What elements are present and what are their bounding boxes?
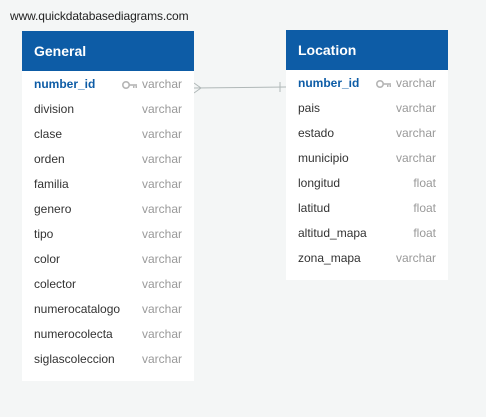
column-row[interactable]: longitud float — [286, 170, 448, 195]
column-row[interactable]: estado varchar — [286, 120, 448, 145]
column-type-label: float — [413, 200, 436, 215]
column-type-label: varchar — [141, 176, 182, 191]
column-row[interactable]: siglascoleccion varchar — [22, 346, 194, 371]
column-name: zona_mapa — [298, 250, 361, 265]
column-row[interactable]: numerocolecta varchar — [22, 321, 194, 346]
column-type: varchar — [396, 126, 436, 140]
column-row[interactable]: pais varchar — [286, 95, 448, 120]
column-type-label: varchar — [141, 251, 182, 266]
column-type-label: varchar — [141, 126, 182, 141]
column-type-label: varchar — [395, 125, 436, 140]
column-name: division — [34, 101, 75, 116]
column-type: varchar — [142, 227, 182, 241]
column-type: varchar — [142, 327, 182, 341]
column-type: varchar — [142, 202, 182, 216]
key-icon — [121, 79, 138, 89]
table-header[interactable]: General — [22, 31, 194, 71]
column-type: varchar — [142, 352, 182, 366]
table-header[interactable]: Location — [286, 30, 448, 70]
column-name: pais — [298, 100, 321, 115]
column-type: varchar — [142, 127, 182, 141]
column-name: tipo — [34, 226, 54, 241]
column-name: clase — [34, 126, 63, 141]
column-type: float — [413, 201, 436, 215]
column-name: number_id — [298, 75, 360, 90]
column-name: colector — [34, 276, 77, 291]
column-type: varchar — [142, 252, 182, 266]
column-name: latitud — [298, 200, 331, 215]
column-type: varchar — [142, 177, 182, 191]
column-type-label: varchar — [141, 226, 182, 241]
column-row[interactable]: zona_mapa varchar — [286, 245, 448, 270]
column-row[interactable]: familia varchar — [22, 171, 194, 196]
column-name: number_id — [34, 76, 96, 91]
column-type-label: varchar — [141, 101, 182, 116]
column-name: siglascoleccion — [34, 351, 115, 366]
column-type-label: varchar — [395, 250, 436, 265]
column-type-label: varchar — [141, 326, 182, 341]
column-type: varchar — [375, 75, 436, 90]
watermark: www.quickdatabasediagrams.com — [10, 9, 189, 23]
column-type-label: varchar — [141, 301, 182, 316]
column-name: altitud_mapa — [298, 225, 367, 240]
column-type: varchar — [396, 101, 436, 115]
column-row[interactable]: genero varchar — [22, 196, 194, 221]
column-type: varchar — [142, 302, 182, 316]
column-type: varchar — [121, 76, 182, 91]
column-type: varchar — [396, 251, 436, 265]
column-row[interactable]: orden varchar — [22, 146, 194, 171]
column-type-label: varchar — [141, 276, 182, 291]
column-name: familia — [34, 176, 69, 191]
column-name: estado — [298, 125, 335, 140]
column-type-label: varchar — [141, 76, 182, 91]
column-type-label: varchar — [141, 151, 182, 166]
column-row[interactable]: clase varchar — [22, 121, 194, 146]
column-name: numerocatalogo — [34, 301, 121, 316]
column-name: color — [34, 251, 61, 266]
column-row[interactable]: latitud float — [286, 195, 448, 220]
column-row[interactable]: colector varchar — [22, 271, 194, 296]
column-type: varchar — [142, 277, 182, 291]
column-type-label: varchar — [141, 351, 182, 366]
column-name: orden — [34, 151, 65, 166]
column-type-label: varchar — [141, 201, 182, 216]
column-row[interactable]: tipo varchar — [22, 221, 194, 246]
column-type-label: float — [413, 225, 436, 240]
key-icon — [375, 78, 392, 88]
column-name: municipio — [298, 150, 349, 165]
column-row[interactable]: municipio varchar — [286, 145, 448, 170]
column-type-label: varchar — [395, 75, 436, 90]
column-type-label: varchar — [395, 150, 436, 165]
column-row[interactable]: altitud_mapa float — [286, 220, 448, 245]
column-row[interactable]: color varchar — [22, 246, 194, 271]
column-row[interactable]: number_id varchar — [286, 70, 448, 95]
column-row[interactable]: division varchar — [22, 96, 194, 121]
column-type: float — [413, 226, 436, 240]
column-type: float — [413, 176, 436, 190]
column-type: varchar — [142, 152, 182, 166]
column-name: genero — [34, 201, 72, 216]
column-type-label: float — [413, 175, 436, 190]
column-name: longitud — [298, 175, 341, 190]
column-type: varchar — [396, 151, 436, 165]
column-type-label: varchar — [395, 100, 436, 115]
column-row[interactable]: numerocatalogo varchar — [22, 296, 194, 321]
column-row[interactable]: number_id varchar — [22, 71, 194, 96]
column-name: numerocolecta — [34, 326, 113, 341]
column-type: varchar — [142, 102, 182, 116]
